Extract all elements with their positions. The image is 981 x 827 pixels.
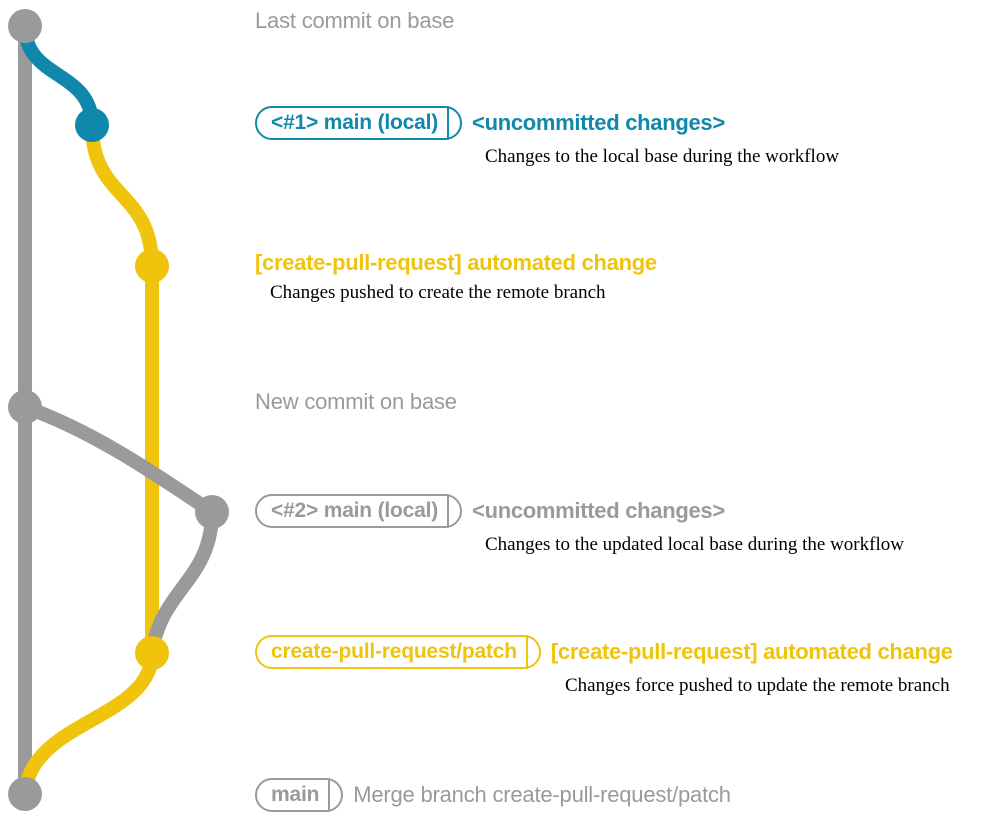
commit-row-header: create-pull-request/patch [create-pull-r… bbox=[255, 635, 953, 669]
commit-row-local-commit-2: <#2> main (local) <uncommitted changes> … bbox=[255, 494, 904, 556]
commit-row-header: main Merge branch create-pull-request/pa… bbox=[255, 778, 731, 812]
commit-row-new-commit-on-base: New commit on base bbox=[255, 389, 457, 415]
commit-subject: [create-pull-request] automated change bbox=[255, 250, 657, 275]
commit-node-base-head[interactable] bbox=[8, 9, 42, 43]
commit-description: Changes force pushed to update the remot… bbox=[565, 675, 950, 696]
commit-row-header: <#2> main (local) <uncommitted changes> bbox=[255, 494, 725, 528]
commit-row-header: <#1> main (local) <uncommitted changes> bbox=[255, 106, 725, 140]
branch-badge-main-local-2[interactable]: <#2> main (local) bbox=[255, 494, 463, 528]
commit-node-local-1[interactable] bbox=[75, 108, 109, 142]
commit-node-remote-2[interactable] bbox=[135, 636, 169, 670]
commit-row-header: New commit on base bbox=[255, 389, 457, 415]
commit-node-remote-1[interactable] bbox=[135, 249, 169, 283]
edge-basenew-to-local2 bbox=[18, 400, 219, 519]
branch-badge-label: <#1> main (local) bbox=[271, 111, 439, 134]
edge-local2-to-remote2 bbox=[145, 505, 219, 660]
edge-remote2-to-merge bbox=[18, 646, 159, 801]
branch-badge-create-pull-request-patch[interactable]: create-pull-request/patch bbox=[255, 635, 541, 669]
commit-row-header: [create-pull-request] automated change bbox=[255, 250, 657, 276]
branch-badge-label: <#2> main (local) bbox=[271, 499, 439, 522]
commit-subject: Last commit on base bbox=[255, 8, 455, 33]
commit-row-remote-commit-2: create-pull-request/patch [create-pull-r… bbox=[255, 635, 953, 697]
branch-badge-label: main bbox=[271, 783, 320, 806]
commit-subject: New commit on base bbox=[255, 389, 457, 414]
commit-subject: Merge branch create-pull-request/patch bbox=[353, 782, 731, 807]
commit-row-local-commit-1: <#1> main (local) <uncommitted changes> … bbox=[255, 106, 839, 168]
commit-description: Changes to the updated local base during… bbox=[485, 534, 904, 555]
commit-row-header: Last commit on base bbox=[255, 8, 454, 34]
commit-subject: <uncommitted changes> bbox=[472, 110, 725, 135]
commit-subject: [create-pull-request] automated change bbox=[550, 639, 953, 664]
commit-node-local-2[interactable] bbox=[195, 495, 229, 529]
edge-local1-to-remote1 bbox=[85, 118, 159, 273]
commit-description: Changes to the local base during the wor… bbox=[485, 146, 840, 167]
branch-badge-main-local-1[interactable]: <#1> main (local) bbox=[255, 106, 463, 140]
commit-row-last-commit-on-base: Last commit on base bbox=[255, 8, 454, 34]
commit-description: Changes pushed to create the remote bran… bbox=[270, 282, 606, 303]
commit-subject: <uncommitted changes> bbox=[472, 498, 725, 523]
commit-row-merge-commit: main Merge branch create-pull-request/pa… bbox=[255, 778, 731, 812]
commit-node-merge[interactable] bbox=[8, 777, 42, 811]
commit-row-remote-commit-1: [create-pull-request] automated change C… bbox=[255, 250, 657, 304]
branch-badge-main[interactable]: main bbox=[255, 778, 344, 812]
branch-badge-label: create-pull-request/patch bbox=[271, 640, 517, 663]
commit-node-base-new[interactable] bbox=[8, 390, 42, 424]
